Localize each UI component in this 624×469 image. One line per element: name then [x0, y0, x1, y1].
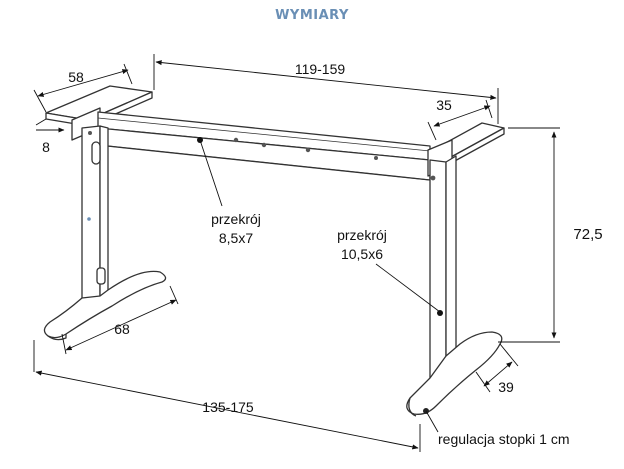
upper-crossbeam [97, 111, 431, 181]
callout-dots [197, 137, 443, 316]
inner-frame-edge [107, 145, 431, 181]
table-frame [43, 85, 505, 417]
dim-foot-height: 39 [498, 379, 514, 395]
leg-section-label: przekrój [211, 211, 261, 227]
callout-leaders [199, 139, 441, 433]
leveler-note: regulacja stopki 1 cm [438, 431, 570, 447]
dim-foot-length: 68 [114, 321, 130, 337]
dim-top-plate-length: 58 [68, 69, 84, 85]
right-leg [429, 155, 457, 385]
dim-width-range: 119-159 [295, 61, 346, 77]
dim-rail-width: 35 [436, 97, 452, 113]
left-leg [81, 125, 109, 306]
diagram-title: WYMIARY [275, 8, 349, 23]
dimension-lines [33, 54, 560, 452]
dim-top-plate-thickness: 8 [42, 139, 50, 155]
leg-section-value: 8,5x7 [219, 230, 253, 246]
dim-height: 72,5 [573, 226, 602, 243]
beam-section-value: 10,5x6 [341, 246, 383, 262]
dim-base-width-range: 135-175 [202, 399, 254, 415]
beam-holes [87, 131, 436, 221]
beam-section-label: przekrój [337, 227, 387, 243]
